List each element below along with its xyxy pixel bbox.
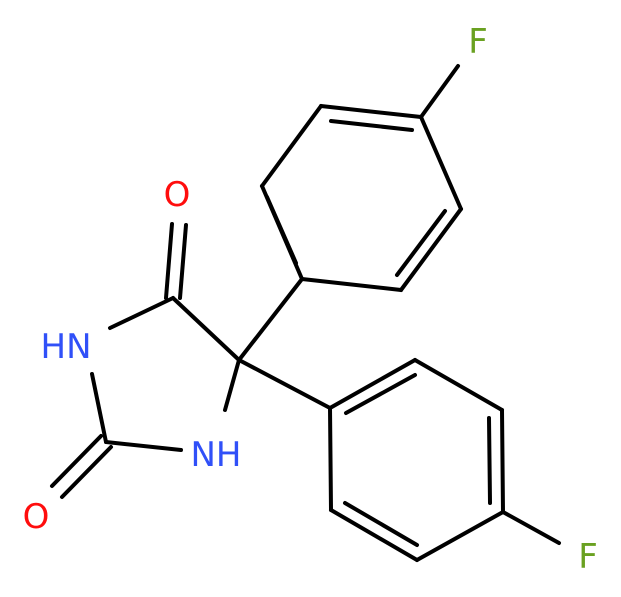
bond-c4-o-b (178, 223, 188, 300)
atom-label-oxygen-c4: O (164, 175, 191, 215)
atom-label-nh-n1: NH (191, 435, 242, 475)
ring1-bond-f (300, 277, 403, 292)
ring1-bond-c-inner (329, 119, 414, 132)
ring2-bond-d (415, 510, 505, 562)
bond-c5-ring1 (237, 277, 304, 362)
label-layer: F F O O HN NH (23, 22, 598, 577)
atom-label-nh-n3: HN (41, 327, 92, 367)
atom-label-fluorine-top: F (468, 22, 488, 62)
bond-n1-c5 (223, 358, 241, 412)
bond-c2-n1 (104, 440, 183, 452)
atom-label-oxygen-c2: O (23, 497, 50, 537)
ring1-bond-e (399, 207, 463, 292)
ring2-bond-b (413, 358, 504, 412)
bond-ring1-f (419, 64, 460, 119)
ring2-bond-a (328, 358, 417, 410)
ring1-bond-a-inner (265, 195, 298, 265)
ring2-bond-c-inner (487, 416, 492, 505)
bond-c5-ring2 (237, 358, 332, 410)
bond-c2-o-a (50, 434, 103, 488)
bond-c5-c4 (171, 296, 241, 362)
bond-c2-o-b (60, 445, 113, 499)
ring1-bond-b (260, 104, 323, 188)
bond-c4-o-a (164, 222, 174, 300)
ring2-bond-e-inner (343, 501, 419, 547)
bond-n3-c2 (90, 372, 108, 444)
atom-label-fluorine-bottom: F (578, 537, 598, 577)
ring2-bond-e (329, 508, 419, 562)
ring1-bond-c (319, 104, 423, 119)
bond-ring2-f (501, 510, 561, 545)
ring2-bond-c (500, 408, 505, 514)
bond-layer (50, 64, 561, 562)
ring1-bond-d (419, 115, 463, 211)
bond-c4-n3 (108, 296, 175, 330)
ring2-bond-f (328, 406, 333, 512)
ring2-bond-a-inner (344, 373, 417, 415)
ring1-bond-e-inner (395, 209, 447, 277)
